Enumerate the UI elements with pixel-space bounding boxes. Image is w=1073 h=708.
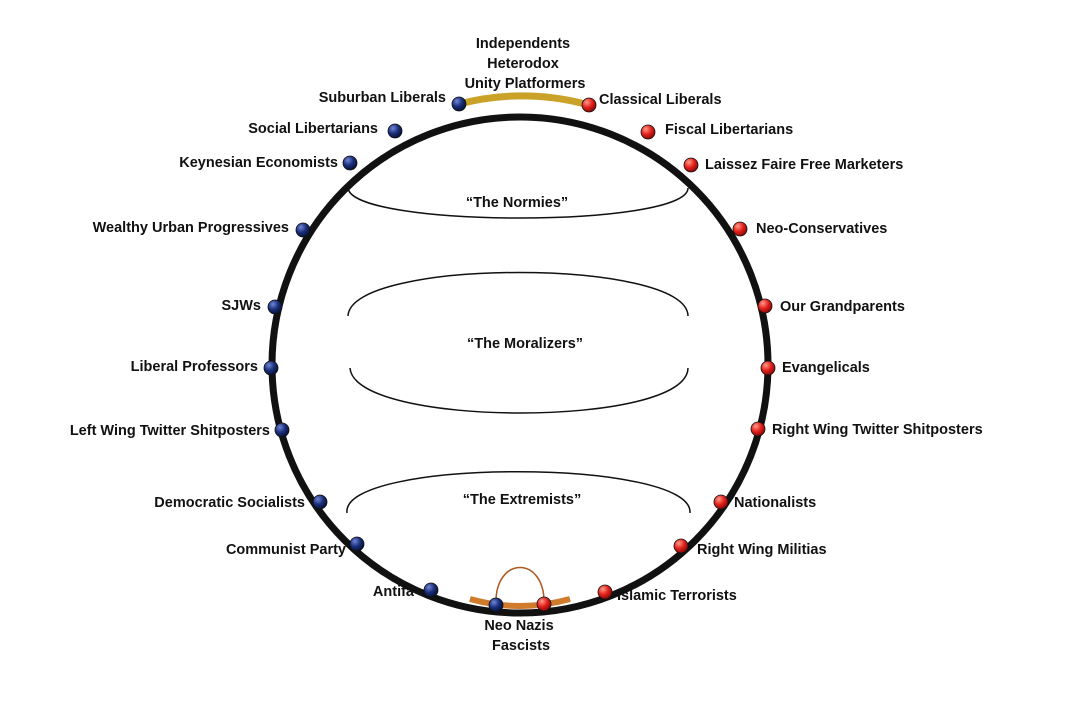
right-group-label: Islamic Terrorists	[617, 588, 737, 604]
right-group-label: Neo-Conservatives	[756, 221, 887, 237]
bottom-left-marker	[488, 597, 504, 613]
moralizers-band-label: “The Moralizers”	[467, 336, 583, 352]
right-groups: Classical Liberals Fiscal Libertarians L…	[581, 92, 983, 604]
top-group-line-3: Unity Platformers	[465, 76, 586, 92]
left-group-label: Democratic Socialists	[154, 495, 305, 511]
left-group-label: Liberal Professors	[131, 359, 258, 375]
left-group-label: Antifa	[373, 584, 415, 600]
bottom-group-label: Neo Nazis Fascists	[484, 618, 557, 654]
left-group-marker	[342, 155, 358, 171]
bottom-right-marker	[536, 596, 552, 612]
extremists-band-label: “The Extremists”	[463, 492, 581, 508]
extremists-band-curve	[346, 471, 691, 514]
bottom-group-line-2: Fascists	[492, 638, 550, 654]
left-group-marker	[349, 536, 365, 552]
left-group-marker	[312, 494, 328, 510]
left-group-label: Communist Party	[226, 542, 346, 558]
band-curves	[346, 187, 691, 514]
normies-band-curve	[347, 187, 689, 219]
right-group-marker	[581, 97, 597, 113]
right-group-label: Laissez Faire Free Marketers	[705, 157, 903, 173]
right-group-label: Right Wing Militias	[697, 542, 827, 558]
moralizers-band-top-curve	[347, 271, 689, 317]
left-group-label: Social Libertarians	[248, 121, 378, 137]
left-group-marker	[387, 123, 403, 139]
left-group-label: Keynesian Economists	[179, 155, 338, 171]
main-ring	[268, 113, 772, 617]
left-group-marker	[295, 222, 311, 238]
left-group-label: Wealthy Urban Progressives	[93, 220, 289, 236]
left-group-label: SJWs	[222, 298, 262, 314]
right-group-marker	[760, 360, 776, 376]
top-center-arc	[458, 92, 586, 108]
bottom-center-arc	[469, 596, 571, 609]
bottom-group-line-1: Neo Nazis	[484, 618, 553, 634]
left-group-marker	[274, 422, 290, 438]
right-group-marker	[640, 124, 656, 140]
right-group-marker	[597, 584, 613, 600]
right-group-marker	[750, 421, 766, 437]
right-group-label: Our Grandparents	[780, 299, 905, 315]
left-group-marker	[423, 582, 439, 598]
left-groups: Suburban Liberals Social Libertarians Ke…	[70, 90, 467, 600]
right-group-label: Fiscal Libertarians	[665, 122, 793, 138]
moralizers-band-bottom-curve	[349, 367, 689, 414]
top-group-line-2: Heterodox	[487, 56, 559, 72]
bottom-connecting-loop	[495, 566, 545, 606]
right-group-label: Evangelicals	[782, 360, 870, 376]
left-group-label: Suburban Liberals	[319, 90, 446, 106]
right-group-marker	[673, 538, 689, 554]
left-group-label: Left Wing Twitter Shitposters	[70, 423, 270, 439]
top-group-label: Independents Heterodox Unity Platformers	[465, 36, 586, 92]
right-group-marker	[713, 494, 729, 510]
right-group-marker	[757, 298, 773, 314]
right-group-label: Right Wing Twitter Shitposters	[772, 422, 983, 438]
right-group-label: Nationalists	[734, 495, 816, 511]
left-group-marker	[451, 96, 467, 112]
right-group-marker	[683, 157, 699, 173]
right-group-label: Classical Liberals	[599, 92, 722, 108]
left-group-marker	[263, 360, 279, 376]
top-group-line-1: Independents	[476, 36, 570, 52]
left-group-marker	[267, 299, 283, 315]
normies-band-label: “The Normies”	[466, 195, 568, 211]
right-group-marker	[732, 221, 748, 237]
